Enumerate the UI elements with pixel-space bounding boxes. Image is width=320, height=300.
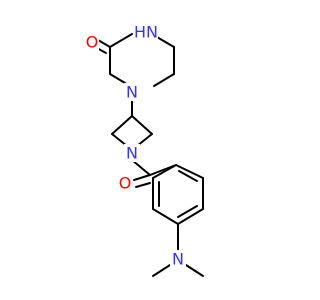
bond-layer — [94, 31, 204, 277]
bond-benzene-3 — [177, 208, 204, 225]
bond-benzene-inner-1 — [178, 170, 198, 182]
atom-label-amide-nh: HN — [134, 23, 158, 42]
atom-label-layer: HN O N N O N — [85, 23, 186, 269]
bond-n-methyl-right — [185, 264, 204, 277]
bond-benzene-1 — [175, 164, 204, 179]
bond-n-methyl-left — [152, 264, 171, 277]
bond-amide-c-o-double-1 — [133, 174, 151, 181]
bond-benzene-6 — [152, 164, 177, 179]
bond-benzene-4 — [152, 208, 179, 225]
bond-c-o-double-1 — [97, 39, 111, 48]
atom-label-dimethylamino-n: N — [172, 250, 184, 269]
bond-ring-lower-right — [153, 73, 175, 87]
bond-azetidine-left-top — [111, 115, 133, 135]
bond-benzene-inner-2 — [177, 205, 198, 218]
bond-amide-c-o-double-2 — [135, 182, 151, 188]
atom-label-piperazine-n: N — [126, 83, 138, 102]
atom-label-carbonyl-o: O — [119, 174, 132, 193]
bond-n-carbonyl-c — [131, 159, 151, 176]
bond-azetidine-top-right — [131, 115, 153, 135]
atom-label-piperazinone-o: O — [86, 33, 99, 52]
bond-ring-upper-left — [109, 33, 133, 48]
atom-label-azetidine-n: N — [126, 144, 138, 163]
molecule-structure-diagram: HN O N N O N — [85, 23, 204, 277]
